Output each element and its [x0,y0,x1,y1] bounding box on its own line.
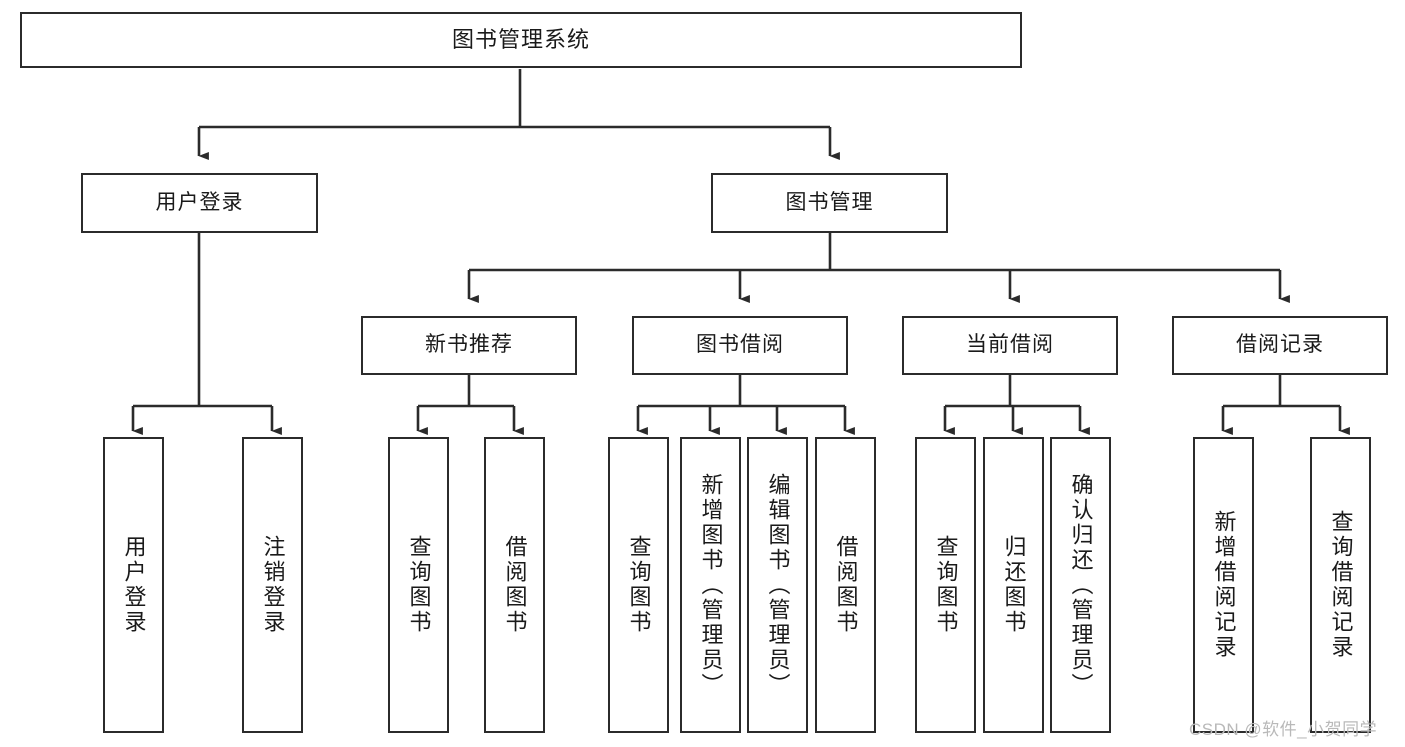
node-book-management[interactable]: 图书管理 [711,173,948,233]
node-label: 新增图书（管理员） [698,472,724,698]
node-current-borrow[interactable]: 当前借阅 [902,316,1118,375]
node-label: 查询图书 [933,535,959,635]
node-label: 确认归还（管理员） [1068,472,1094,698]
leaf-edit-book-admin[interactable]: 编辑图书（管理员） [747,437,808,733]
node-label: 查询图书 [406,535,432,635]
node-label: 图书管理系统 [451,27,590,53]
leaf-query-book-current[interactable]: 查询图书 [915,437,976,733]
node-label: 借阅图书 [502,535,528,635]
node-label: 当前借阅 [966,333,1054,357]
node-label: 借阅图书 [833,535,859,635]
leaf-borrow-book[interactable]: 借阅图书 [815,437,876,733]
node-label: 查询借阅记录 [1328,510,1354,660]
node-borrow-record[interactable]: 借阅记录 [1172,316,1388,375]
node-label: 注销登录 [260,535,286,635]
node-label: 新书推荐 [425,333,513,357]
node-label: 借阅记录 [1236,333,1324,357]
node-root[interactable]: 图书管理系统 [20,12,1022,68]
node-book-borrow[interactable]: 图书借阅 [632,316,848,375]
leaf-query-borrow-record[interactable]: 查询借阅记录 [1310,437,1371,733]
node-label: 新增借阅记录 [1211,510,1237,660]
node-label: 查询图书 [626,535,652,635]
leaf-confirm-return-admin[interactable]: 确认归还（管理员） [1050,437,1111,733]
leaf-add-book-admin[interactable]: 新增图书（管理员） [680,437,741,733]
node-user-login[interactable]: 用户登录 [81,173,318,233]
leaf-return-book[interactable]: 归还图书 [983,437,1044,733]
node-label: 用户登录 [155,190,244,214]
node-label: 归还图书 [1001,535,1027,635]
leaf-add-borrow-record[interactable]: 新增借阅记录 [1193,437,1254,733]
leaf-query-book-new[interactable]: 查询图书 [388,437,449,733]
node-label: 图书管理 [785,190,874,214]
leaf-user-login[interactable]: 用户登录 [103,437,164,733]
leaf-logout[interactable]: 注销登录 [242,437,303,733]
node-label: 编辑图书（管理员） [765,472,791,698]
node-label: 图书借阅 [696,333,784,357]
leaf-query-book-borrow[interactable]: 查询图书 [608,437,669,733]
node-new-book-recommend[interactable]: 新书推荐 [361,316,577,375]
csdn-watermark: CSDN @软件_小贺同学 [1189,720,1378,739]
node-label: 用户登录 [121,535,147,635]
leaf-borrow-book-new[interactable]: 借阅图书 [484,437,545,733]
